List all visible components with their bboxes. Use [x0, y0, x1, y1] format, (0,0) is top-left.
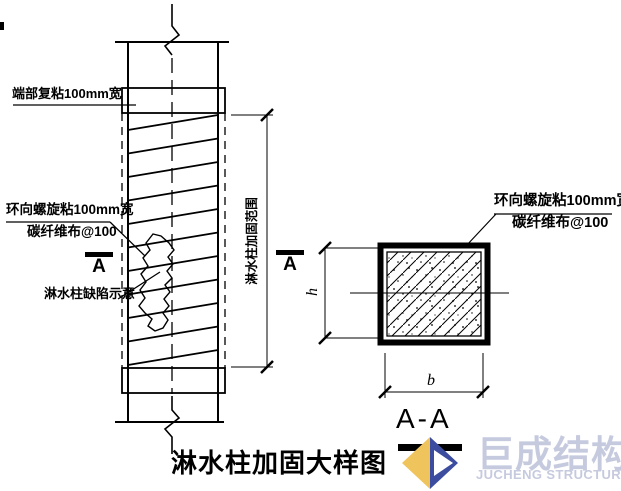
- label-leader-lines: [6, 104, 161, 300]
- wrap-edge-dashed-lines: [121, 113, 226, 368]
- end-bond-bands: [121, 87, 226, 394]
- logo-diamond-icon: [402, 437, 458, 489]
- drawing-title: 淋水柱加固大样图: [171, 449, 388, 478]
- spiral-wrap-lines: [127, 114, 219, 366]
- slab-lines: [115, 41, 229, 423]
- logo-company-name-en: JUCHENG STRUCTURE: [476, 467, 621, 482]
- elevation-linework: [6, 4, 304, 454]
- section-wrap-label-line2: 碳纤维布@100: [512, 215, 609, 231]
- section-mark-right-letter: A: [283, 254, 297, 275]
- h-dimension: [318, 241, 381, 345]
- defect-outline: [138, 233, 175, 332]
- spiral-wrap-label-line2: 碳纤维布@100: [27, 224, 117, 239]
- section-linework: [318, 213, 612, 451]
- reinforcement-range-label: 淋水柱加固范围: [245, 197, 260, 285]
- section-stipple-fill: [387, 252, 481, 336]
- scan-artifact: [0, 22, 4, 30]
- logo-diamond-yellow-half: [402, 437, 430, 489]
- section-leader-lines: [465, 213, 612, 247]
- h-dimension-label: h: [304, 288, 322, 296]
- spiral-wrap-label-line1: 环向螺旋粘100mm宽: [6, 202, 134, 217]
- end-bond-label: 端部复粘100mm宽: [12, 86, 122, 101]
- logo-diamond-cutout: [434, 450, 453, 476]
- column-outline: [127, 42, 219, 422]
- defect-label: 淋水柱缺陷示意: [44, 286, 136, 301]
- logo-company-name-cn: 巨成结构: [477, 434, 621, 475]
- centerline-break-symbols: [163, 4, 181, 454]
- b-dimension-label: b: [427, 372, 435, 389]
- section-title: A-A: [396, 403, 452, 434]
- section-mark-left-letter: A: [92, 256, 106, 277]
- section-cut-marks: [85, 250, 304, 257]
- range-dimension: [231, 108, 274, 374]
- section-wrap-label-line1: 环向螺旋粘100mm宽: [494, 193, 621, 209]
- section-wrap-outline: [377, 242, 491, 346]
- b-dimension: [378, 353, 490, 399]
- section-concrete-outline: [386, 251, 482, 337]
